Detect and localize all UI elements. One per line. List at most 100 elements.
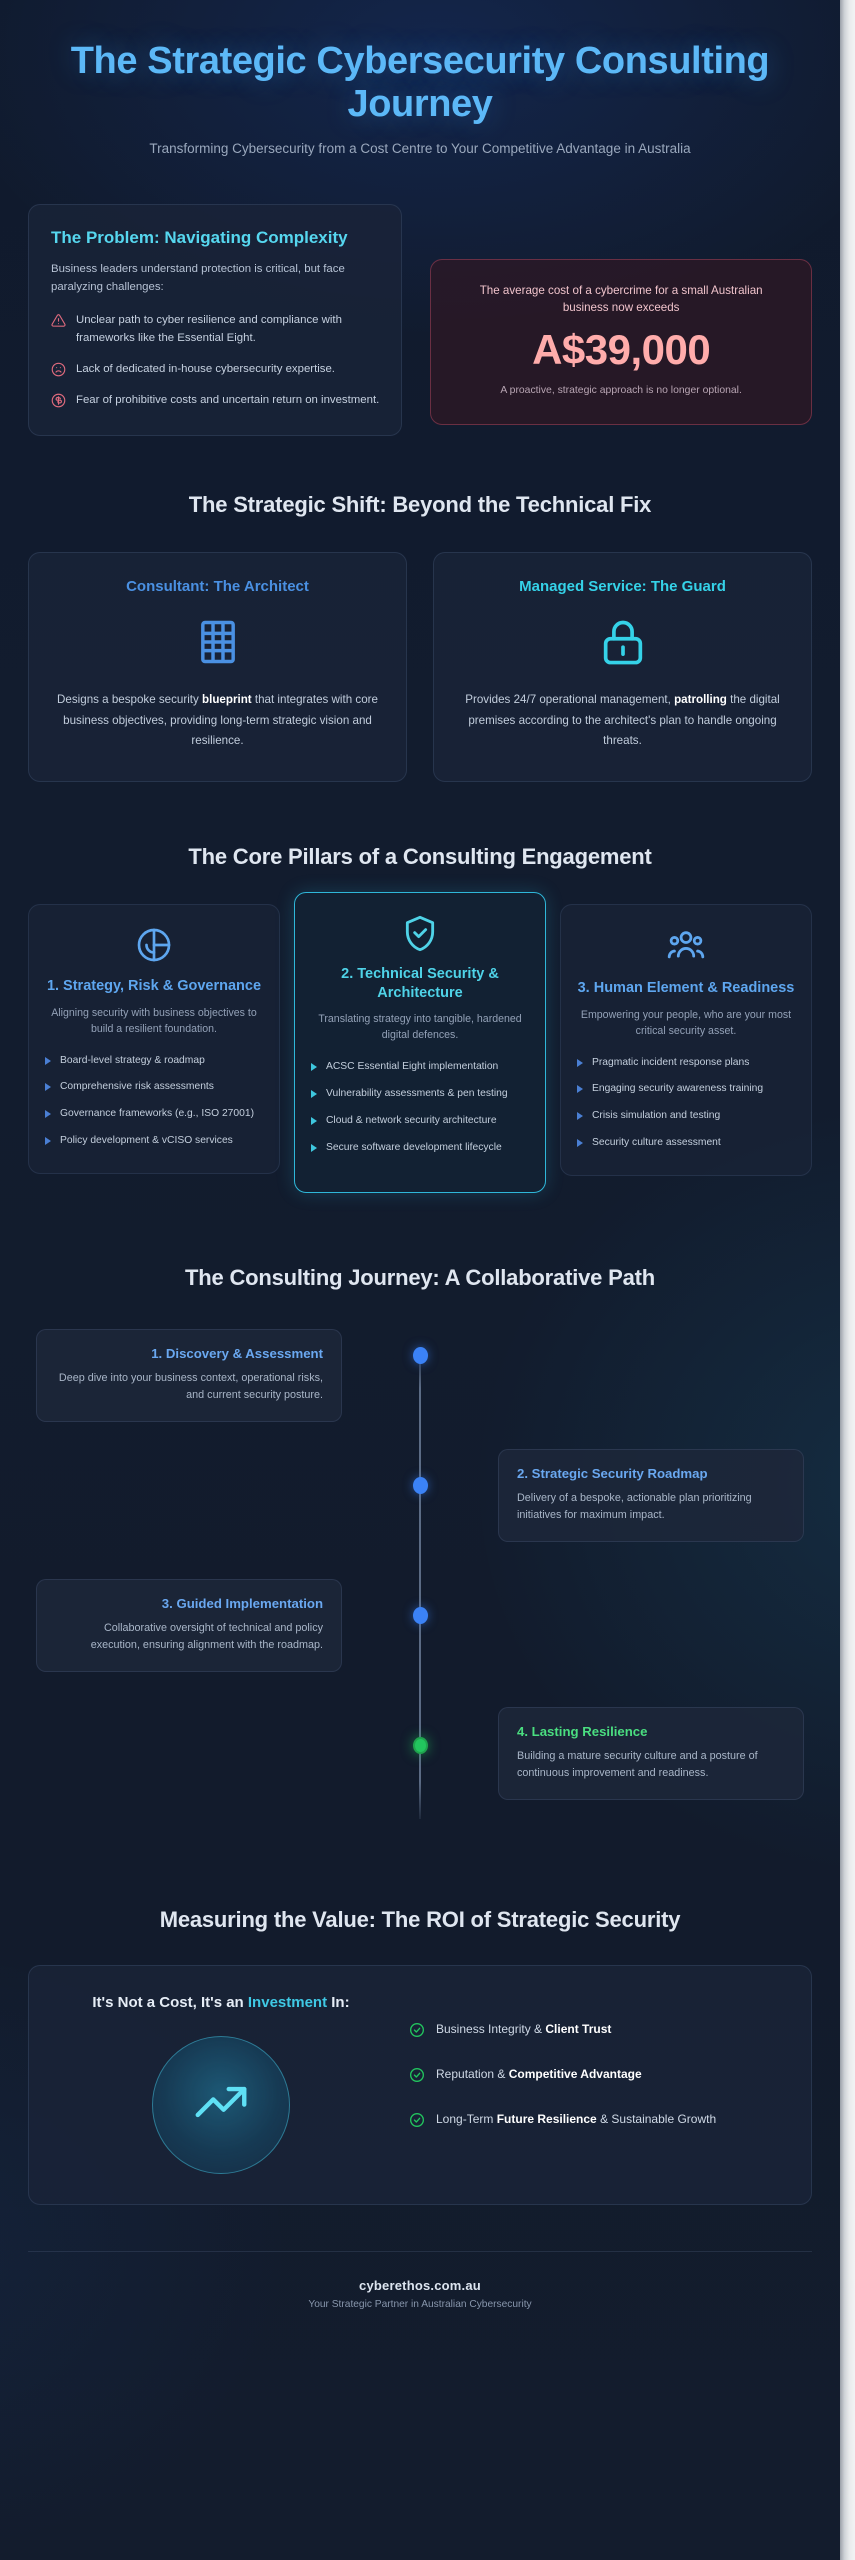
pillar-bullet: Policy development & vCISO services	[45, 1134, 263, 1149]
shift-card-title: Consultant: The Architect	[126, 577, 309, 595]
roi-card-left: It's Not a Cost, It's an Investment In:	[55, 1992, 387, 2174]
consulting-journey-section: The Consulting Journey: A Collaborative …	[28, 1265, 812, 1849]
timeline-step-title: 1. Discovery & Assessment	[151, 1345, 323, 1361]
triangle-bullet-icon	[577, 1085, 585, 1094]
roi-benefit-text: Long-Term Future Resilience & Sustainabl…	[436, 2111, 717, 2126]
triangle-bullet-icon	[45, 1137, 53, 1146]
triangle-bullet-icon	[45, 1056, 53, 1065]
footer-tagline: Your Strategic Partner in Australian Cyb…	[308, 2298, 532, 2310]
timeline-step-title: 2. Strategic Security Roadmap	[517, 1465, 708, 1481]
timeline-dot-3	[412, 1606, 428, 1624]
roi-heading: Measuring the Value: The ROI of Strategi…	[159, 1906, 681, 1932]
strategic-shift-section: The Strategic Shift: Beyond the Technica…	[28, 491, 812, 783]
problem-item: Unclear path to cyber resilience and com…	[51, 312, 379, 346]
pillar-bullet-text: Governance frameworks (e.g., ISO 27001)	[60, 1108, 255, 1120]
stat-value: A$39,000	[532, 325, 711, 373]
stat-bottom-text: A proactive, strategic approach is no lo…	[500, 384, 742, 396]
hero-section: The Strategic Cybersecurity Consulting J…	[28, 0, 812, 160]
roi-title-pre: It's Not a Cost, It's an	[92, 1993, 248, 2011]
stat-top-text: The average cost of a cybercrime for a s…	[479, 284, 763, 315]
roi-title-accent: Investment	[247, 1993, 328, 2011]
no-money-icon	[51, 393, 66, 408]
pillar-description: Translating strategy into tangible, hard…	[318, 1013, 522, 1042]
consulting-journey-heading: The Consulting Journey: A Collaborative …	[185, 1264, 655, 1290]
strategic-shift-heading: The Strategic Shift: Beyond the Technica…	[188, 491, 652, 517]
triangle-bullet-icon	[577, 1058, 585, 1067]
roi-card: It's Not a Cost, It's an Investment In: …	[28, 1964, 812, 2205]
pillar-bullet-text: Vulnerability assessments & pen testing	[326, 1088, 508, 1100]
page-subtitle: Transforming Cybersecurity from a Cost C…	[149, 141, 691, 157]
core-pillars-section: The Core Pillars of a Consulting Engagem…	[28, 844, 812, 1193]
timeline-step-text: Deep dive into your business context, op…	[58, 1371, 323, 1401]
pillar-bullet-text: ACSC Essential Eight implementation	[326, 1061, 499, 1073]
timeline-line	[419, 1350, 421, 1819]
roi-title-post: In:	[327, 1993, 350, 2011]
pillar-bullet: Secure software development lifecycle	[311, 1141, 529, 1156]
footer-brand[interactable]: cyberethos.com.au	[359, 2277, 481, 2293]
problem-item-text: Fear of prohibitive costs and uncertain …	[76, 393, 380, 406]
shift-card-emphasis: patrolling	[674, 693, 727, 707]
triangle-bullet-icon	[311, 1143, 319, 1152]
cybercrime-cost-card: The average cost of a cybercrime for a s…	[430, 259, 812, 426]
pillar-bullet-text: Security culture assessment	[592, 1137, 721, 1149]
roi-benefit-item: Business Integrity & Client Trust	[409, 2020, 785, 2043]
pillar-bullet-text: Secure software development lifecycle	[326, 1141, 502, 1153]
check-circle-icon	[409, 2067, 425, 2088]
trending-up-arrow-icon	[190, 2071, 252, 2138]
core-pillars-heading: The Core Pillars of a Consulting Engagem…	[188, 844, 652, 870]
roi-section: Measuring the Value: The ROI of Strategi…	[28, 1907, 812, 2205]
timeline-dot-2	[412, 1476, 428, 1494]
pillar-bullet-text: Policy development & vCISO services	[60, 1135, 233, 1147]
roi-benefit-item: Long-Term Future Resilience & Sustainabl…	[409, 2110, 785, 2133]
roi-benefit-text: Business Integrity & Client Trust	[436, 2021, 612, 2036]
triangle-bullet-icon	[45, 1110, 53, 1119]
timeline-dot-1	[412, 1346, 428, 1364]
pillar-bullet: Comprehensive risk assessments	[45, 1080, 263, 1095]
problem-lead: Business leaders understand protection i…	[51, 263, 345, 293]
triangle-bullet-icon	[577, 1139, 585, 1148]
roi-card-title: It's Not a Cost, It's an Investment In:	[55, 1992, 387, 2014]
pillar-title: 1. Strategy, Risk & Governance	[46, 978, 262, 995]
problem-card: The Problem: Navigating Complexity Busin…	[28, 204, 403, 436]
roi-benefit-item: Reputation & Competitive Advantage	[409, 2065, 785, 2088]
problem-item: Fear of prohibitive costs and uncertain …	[51, 392, 379, 409]
page-title: The Strategic Cybersecurity Consulting J…	[70, 40, 770, 125]
timeline-step-text: Collaborative oversight of technical and…	[90, 1621, 323, 1651]
building-blueprint-icon	[51, 616, 384, 668]
pillar-title: 2. Technical Security & Architecture	[341, 966, 499, 1001]
roi-benefit-emphasis: Client Trust	[545, 2021, 612, 2036]
timeline-step-title: 4. Lasting Resilience	[517, 1723, 648, 1739]
problem-item: Lack of dedicated in-house cybersecurity…	[51, 361, 379, 378]
problem-item-text: Lack of dedicated in-house cybersecurity…	[76, 362, 335, 375]
pillar-bullet-text: Crisis simulation and testing	[592, 1110, 721, 1122]
pillar-bullet: Engaging security awareness training	[577, 1082, 795, 1097]
page-scrollbar[interactable]	[840, 0, 855, 2560]
pillar-bullet-text: Comprehensive risk assessments	[60, 1081, 214, 1093]
timeline-step-text: Building a mature security culture and a…	[517, 1749, 758, 1779]
warning-triangle-icon	[51, 313, 66, 328]
problem-list: Unclear path to cyber resilience and com…	[51, 312, 379, 408]
check-circle-icon	[409, 2112, 425, 2133]
shift-card-title: Managed Service: The Guard	[519, 577, 726, 595]
triangle-bullet-icon	[311, 1063, 319, 1072]
timeline-step-text: Delivery of a bespoke, actionable plan p…	[517, 1491, 752, 1521]
pillar-bullet: ACSC Essential Eight implementation	[311, 1060, 529, 1075]
roi-icon-circle	[152, 2035, 290, 2174]
pillar-bullet: Security culture assessment	[577, 1136, 795, 1151]
roi-benefit-text: Reputation & Competitive Advantage	[436, 2066, 642, 2081]
pillar-bullet-text: Cloud & network security architecture	[326, 1114, 497, 1126]
timeline-step-title: 3. Guided Implementation	[161, 1595, 323, 1611]
